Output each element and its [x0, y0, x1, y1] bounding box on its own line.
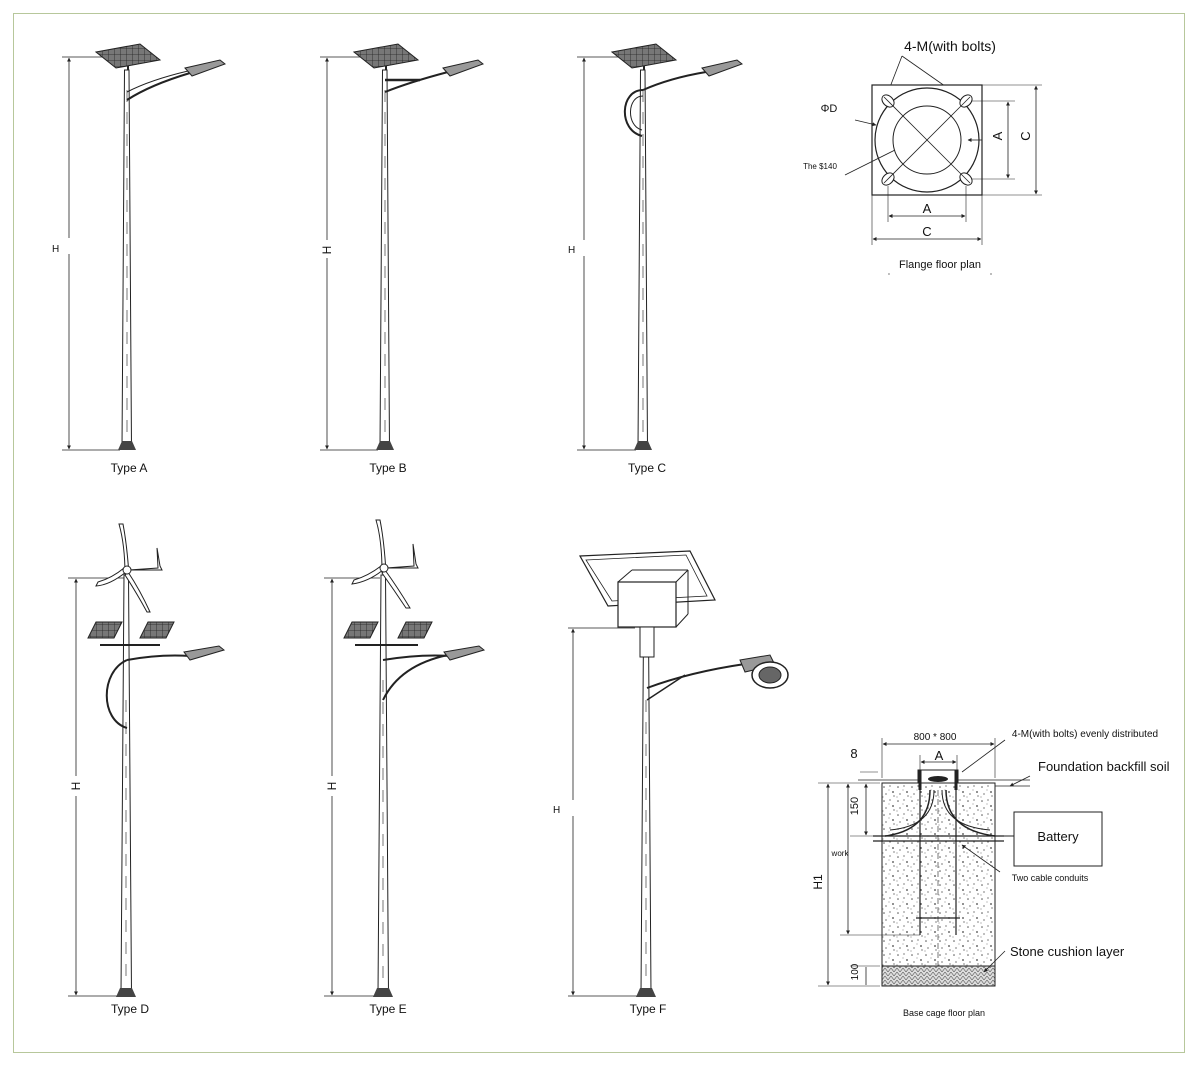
- h1-label: H1: [811, 874, 825, 890]
- outer-frame: [13, 13, 1185, 1053]
- flange-caption: Flange floor plan: [899, 259, 981, 271]
- foundation-bolts-label: 4-M(with bolts) evenly distributed: [1012, 729, 1158, 740]
- work-label: work: [831, 849, 850, 858]
- type-f-label: Type F: [630, 1002, 667, 1016]
- height-label: H: [52, 244, 59, 255]
- pole-type-d: H: [68, 523, 226, 997]
- flange-dim-a-vertical: A: [990, 131, 1005, 140]
- type-e-label: Type E: [369, 1002, 406, 1016]
- foundation-dim-a: A: [935, 748, 944, 763]
- backfill-label: Foundation backfill soil: [1038, 759, 1170, 774]
- flange-floor-plan: 4-M(with bolts) ΦD The $140 A C A C Flan…: [803, 38, 1042, 275]
- stone-label: Stone cushion layer: [1010, 944, 1125, 959]
- height-label: H: [69, 782, 83, 791]
- flange-dim-c-vertical: C: [1018, 131, 1033, 140]
- conduits-label: Two cable conduits: [1012, 873, 1089, 883]
- type-d-label: Type D: [111, 1002, 149, 1016]
- s140-label: The $140: [803, 162, 837, 171]
- height-label: H: [325, 782, 339, 791]
- type-a-label: Type A: [111, 461, 148, 475]
- foundation-section: 800 * 800 A 4-M(with bolts) evenly distr…: [811, 729, 1170, 1018]
- dim-100-label: 100: [850, 963, 861, 980]
- pole-type-b: H: [320, 43, 485, 451]
- pole-type-a: H: [52, 43, 227, 451]
- height-label: H: [568, 245, 575, 256]
- flange-bolts-label: 4-M(with bolts): [904, 38, 996, 54]
- height-label: H: [553, 805, 560, 816]
- size-label: 800 * 800: [914, 732, 957, 743]
- type-b-label: Type B: [369, 461, 406, 475]
- dim-150-label: 150: [849, 797, 861, 815]
- foundation-caption: Base cage floor plan: [903, 1008, 985, 1018]
- battery-label: Battery: [1037, 829, 1079, 844]
- pole-type-f: H: [553, 550, 789, 997]
- phi-d-label: ΦD: [821, 103, 838, 115]
- pole-type-e: H: [324, 519, 486, 997]
- pole-type-c: H: [568, 43, 744, 451]
- flange-dim-a-horizontal: A: [923, 201, 932, 216]
- dim-8-label: 8: [850, 746, 857, 761]
- flange-dim-c-horizontal: C: [922, 224, 931, 239]
- height-label: H: [320, 246, 334, 255]
- type-c-label: Type C: [628, 461, 666, 475]
